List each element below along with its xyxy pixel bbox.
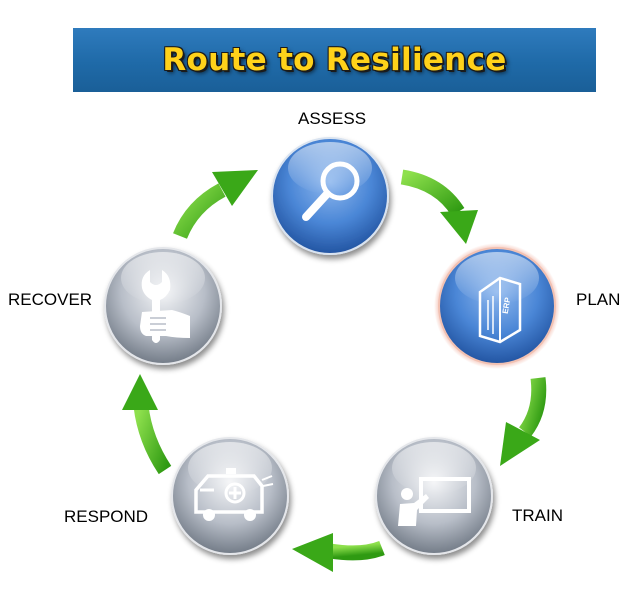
arrow-plan-to-train <box>500 377 547 466</box>
magnifier-icon <box>302 161 360 221</box>
recover-node <box>104 247 222 365</box>
ambulance-icon <box>194 468 274 521</box>
arrow-recover-to-assess <box>173 170 258 239</box>
respond-label: RESPOND <box>64 507 149 526</box>
erp-label: ERP <box>501 296 513 314</box>
page-title: Route to Resilience <box>162 42 507 78</box>
assess-label: ASSESS <box>298 109 367 128</box>
train-label: TRAIN <box>512 506 563 525</box>
train-node <box>375 437 493 555</box>
trainer-board-icon <box>398 477 471 526</box>
title-banner: Route to Resilience <box>73 28 596 92</box>
plan-node <box>434 243 560 369</box>
arrow-respond-to-recover <box>122 374 172 475</box>
plan-label: PLAN <box>576 290 621 309</box>
erp-binder-icon: ERP <box>478 276 522 344</box>
wrench-hand-icon <box>140 270 190 343</box>
arrow-assess-to-plan <box>400 169 478 244</box>
arrow-train-to-respond <box>292 533 385 572</box>
respond-node <box>171 437 289 555</box>
recover-label: RECOVER <box>8 290 93 309</box>
